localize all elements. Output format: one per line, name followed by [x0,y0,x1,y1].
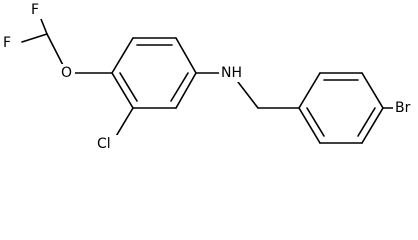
ring2-double-bond-c [306,107,325,137]
ring2-double-bond-b [357,107,376,137]
ring1-bond-6 [111,72,134,109]
atom-label-f-left: F [2,34,16,52]
atom-label-o: O [59,64,75,82]
bond-nh-to-ch2 [237,81,259,109]
bond-f-left-to-c [21,33,48,43]
atom-o-text: O [61,65,72,81]
chemical-structure-diagram: F F O Cl NH Br [2,1,417,153]
amine-linker [195,72,300,109]
ring2-bond-6 [298,107,321,144]
ring2-bond-1 [298,72,321,109]
atom-cl-text: Cl [97,136,111,152]
atom-label-nh: NH [219,64,245,82]
ring1-double-bond-b [170,72,189,102]
atom-label-br: Br [393,99,417,117]
atom-nh-text: NH [221,65,242,81]
ring2-bond-3 [361,72,384,109]
ring1-bond-4 [175,72,197,109]
left-benzene-ring [111,37,197,109]
ring1-bond-3 [175,37,197,74]
atom-f-top-text: F [31,2,39,18]
ring1-double-bond-c [119,72,138,102]
atom-f-left-text: F [3,35,11,51]
ring1-bond-1 [111,37,134,74]
right-benzene-ring [298,72,384,144]
ring2-bond-4 [361,107,384,144]
atom-br-text: Br [395,100,411,116]
atom-label-f-top: F [30,1,44,19]
atom-label-cl: Cl [96,135,118,153]
